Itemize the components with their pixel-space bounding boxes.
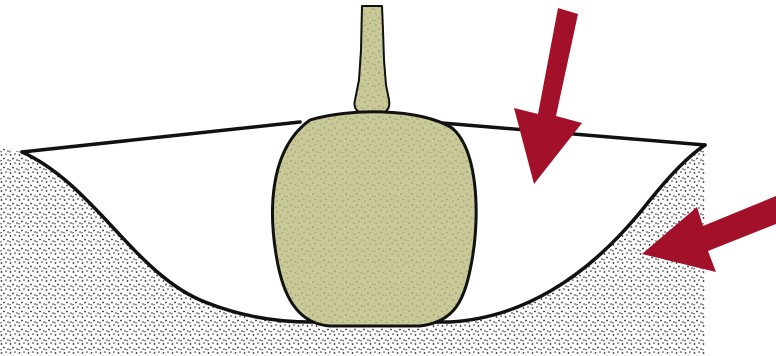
cover-line-left [22, 122, 300, 152]
arrow-down-left-icon [514, 8, 582, 184]
organism-body [273, 112, 477, 326]
organism-stalk [354, 6, 389, 114]
